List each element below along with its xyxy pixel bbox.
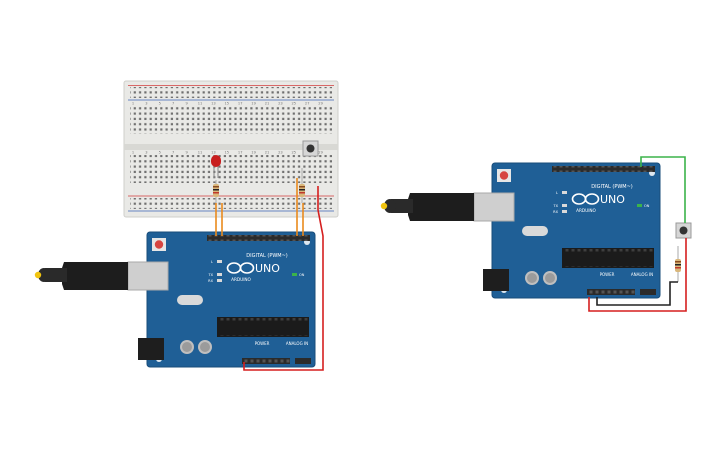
power-jack[interactable] [483,269,509,291]
pushbutton-cap [679,226,688,235]
breadboard-column-number: 21 [265,151,270,155]
breadboard-column-number: 25 [292,102,297,106]
wire-green-signal [640,156,686,223]
tx-led-label: TX [552,204,558,208]
usb-end-icon [380,202,388,210]
breadboard-column-number: 23 [278,102,283,106]
atmega-chip [562,248,654,268]
pushbutton-1[interactable] [302,140,319,157]
top-power-rail[interactable] [130,87,332,98]
breadboard-column-number: 9 [185,102,188,106]
usb-b-connector [127,261,169,291]
breadboard-column-number: 5 [159,102,161,106]
arduino-uno-2[interactable]: DIGITAL (PWM~) L TX RX UNO ARDUINO ON PO… [483,162,661,299]
breadboard-column-number: 19 [251,102,256,106]
pushbutton-cap [306,144,315,153]
breadboard-column-number: 17 [238,151,243,155]
digital-label: DIGITAL (PWM~) [246,253,288,259]
digital-label: DIGITAL (PWM~) [591,184,633,190]
analog-header[interactable] [295,358,311,364]
breadboard-column-number: 27 [305,102,310,106]
resistor-1[interactable] [213,180,219,203]
bottom-power-rail[interactable] [130,198,332,209]
arduino-logo: UNO ARDUINO [226,262,280,282]
breadboard-column-number: 29 [318,151,323,155]
l-led-label: L [556,191,558,195]
led-body [211,155,221,167]
breadboard-column-number: 21 [265,102,270,106]
power-label: POWER [255,341,270,346]
analog-header[interactable] [640,289,656,295]
breadboard-column-number: 11 [198,151,203,155]
atmega-chip [217,317,309,337]
power-jack[interactable] [138,338,164,360]
breadboard-column-number: 1 [132,102,134,106]
center-channel [124,144,338,150]
resistor-2[interactable] [299,168,305,203]
rx-led-label: RX [553,210,558,214]
led[interactable] [211,155,221,178]
arduino-logo: UNO ARDUINO [571,193,625,213]
brand-label: ARDUINO [576,208,596,213]
breadboard-column-number: 3 [145,151,147,155]
pushbutton-2[interactable] [675,222,692,239]
model-label: UNO [255,262,280,275]
on-led-label: ON [644,204,650,208]
breadboard-column-number: 15 [225,151,230,155]
breadboard-column-number: 17 [238,102,243,106]
on-led-label: ON [299,273,305,277]
breadboard-column-number: 29 [318,102,323,106]
breadboard-column-number: 15 [225,102,230,106]
breadboard-column-number: 25 [292,151,297,155]
analog-label: ANALOG IN [631,272,653,277]
wires-board-1[interactable] [215,178,324,371]
wire-red-5v [243,209,324,371]
wires-board-2[interactable] [588,156,687,312]
breadboard-column-number: 5 [159,151,161,155]
breadboard-column-number: 13 [211,102,216,106]
breadboard-column-number: 9 [185,151,188,155]
breadboard-column-number: 1 [132,151,134,155]
breadboard-column-number: 7 [172,102,174,106]
breadboard-column-number: 3 [145,102,147,106]
breadboard-column-number: 13 [211,151,216,155]
power-label: POWER [600,272,615,277]
rx-led-label: RX [208,279,213,283]
arduino-uno-1[interactable]: DIGITAL (PWM~) L TX RX UNO ARDUINO ON [138,231,316,368]
brand-label: ARDUINO [231,277,251,282]
crystal-oscillator [522,226,548,236]
resistor-3[interactable] [675,246,681,282]
tx-led-label: TX [207,273,213,277]
wire-black-gnd [596,281,678,306]
model-label: UNO [600,193,625,206]
usb-cable-1[interactable] [34,261,169,291]
wire-red-5v [588,238,687,312]
breadboard-column-number: 23 [278,151,283,155]
usb-b-connector [473,192,515,222]
breadboard-column-number: 19 [251,151,256,155]
terminal-strip-top[interactable] [130,106,332,134]
usb-cable-2[interactable] [380,192,515,222]
analog-label: ANALOG IN [286,341,308,346]
breadboard-column-number: 11 [198,102,203,106]
l-led-label: L [211,260,213,264]
breadboard-column-number: 7 [172,151,174,155]
usb-end-icon [34,271,42,279]
terminal-strip-bottom[interactable] [130,155,332,183]
crystal-oscillator [177,295,203,305]
